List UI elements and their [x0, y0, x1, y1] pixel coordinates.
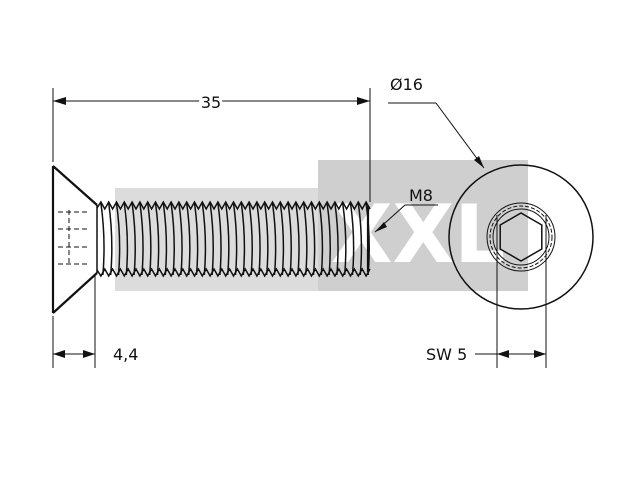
thread-crest: [201, 202, 207, 276]
thread-crest: [240, 202, 246, 276]
threaded-shank: [96, 200, 371, 278]
thread-crest: [232, 202, 238, 276]
thread-crest: [341, 202, 347, 276]
thread-crest: [310, 202, 316, 276]
thread-crest: [271, 202, 277, 276]
dimension-length: 35: [52, 88, 371, 202]
thread-crest: [170, 202, 175, 276]
dimension-head-height: 4,4: [52, 276, 138, 368]
thread-crest: [248, 202, 253, 276]
thread-crest: [178, 202, 183, 276]
thread-crest: [318, 202, 324, 276]
thread-label: M8: [409, 186, 433, 205]
thread-crest: [326, 202, 331, 276]
thread-crest: [107, 202, 113, 276]
thread-crest: [349, 202, 355, 276]
thread-crest: [193, 202, 199, 276]
hex-socket: [499, 212, 543, 262]
length-label: 35: [201, 93, 221, 112]
socket-size-label: SW 5: [426, 345, 467, 364]
thread-crest: [224, 202, 230, 276]
thread-crest: [334, 202, 339, 276]
dimension-thread: M8: [374, 186, 438, 233]
screw-head-front: [448, 164, 594, 310]
thread-crest: [256, 202, 261, 276]
thread-crest: [162, 202, 168, 276]
screw-head-side: [51, 165, 98, 314]
thread-profile: [96, 200, 371, 211]
thread-crest: [100, 202, 105, 276]
thread-crest: [217, 202, 222, 276]
thread-crest: [357, 202, 363, 276]
thread-crest: [263, 202, 269, 276]
thread-crest: [295, 202, 300, 276]
thread-crest: [123, 202, 129, 276]
thread-crest: [185, 202, 191, 276]
dimension-socket-size: SW 5: [426, 215, 547, 368]
head-height-label: 4,4: [113, 345, 138, 364]
thread-crest: [139, 202, 144, 276]
thread-crest: [154, 202, 160, 276]
thread-crest: [209, 202, 214, 276]
dimension-head-diameter: Ø16: [388, 75, 485, 169]
head-diameter-label: Ø16: [390, 75, 423, 94]
thread-crest: [287, 202, 292, 276]
thread-crest: [146, 202, 152, 276]
thread-crest: [279, 202, 285, 276]
thread-crest: [302, 202, 308, 276]
thread-crest: [115, 202, 121, 276]
thread-crest: [131, 202, 136, 276]
